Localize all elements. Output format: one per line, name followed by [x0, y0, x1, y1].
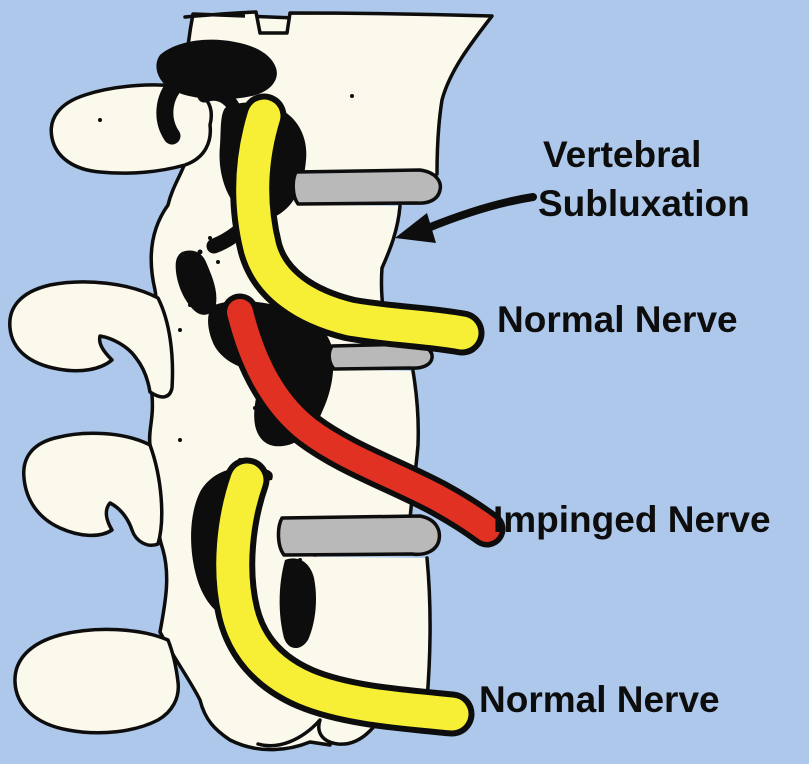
normal-nerve-top-path — [230, 93, 485, 356]
vertebra-1-outline — [183, 10, 494, 176]
spinal-disc-1 — [291, 168, 443, 206]
label-impinged-nerve: Impinged Nerve — [493, 499, 771, 540]
vertebra-1-body — [245, 12, 492, 186]
label-normal-nerve-bottom: Normal Nerve — [479, 679, 720, 720]
vertebra-1-process — [49, 83, 213, 175]
canal-shading-top — [156, 39, 277, 100]
label-vertebral-subluxation-line1: Vertebral — [543, 134, 702, 175]
vertebra-4-process — [13, 627, 181, 735]
normal-nerve-bottom-path — [210, 457, 475, 737]
vertebra-2-process — [8, 280, 175, 399]
impinged-nerve-path — [221, 293, 506, 548]
vertebra-3-process — [22, 431, 164, 547]
label-vertebral-subluxation: Vertebral Subluxation — [538, 130, 750, 228]
label-vertebral-subluxation-line2: Subluxation — [538, 183, 750, 224]
spinal-disc-3 — [276, 514, 442, 557]
subluxation-arrow — [395, 193, 537, 243]
label-normal-nerve-top: Normal Nerve — [497, 299, 738, 340]
facet-shading-middle — [175, 250, 217, 315]
